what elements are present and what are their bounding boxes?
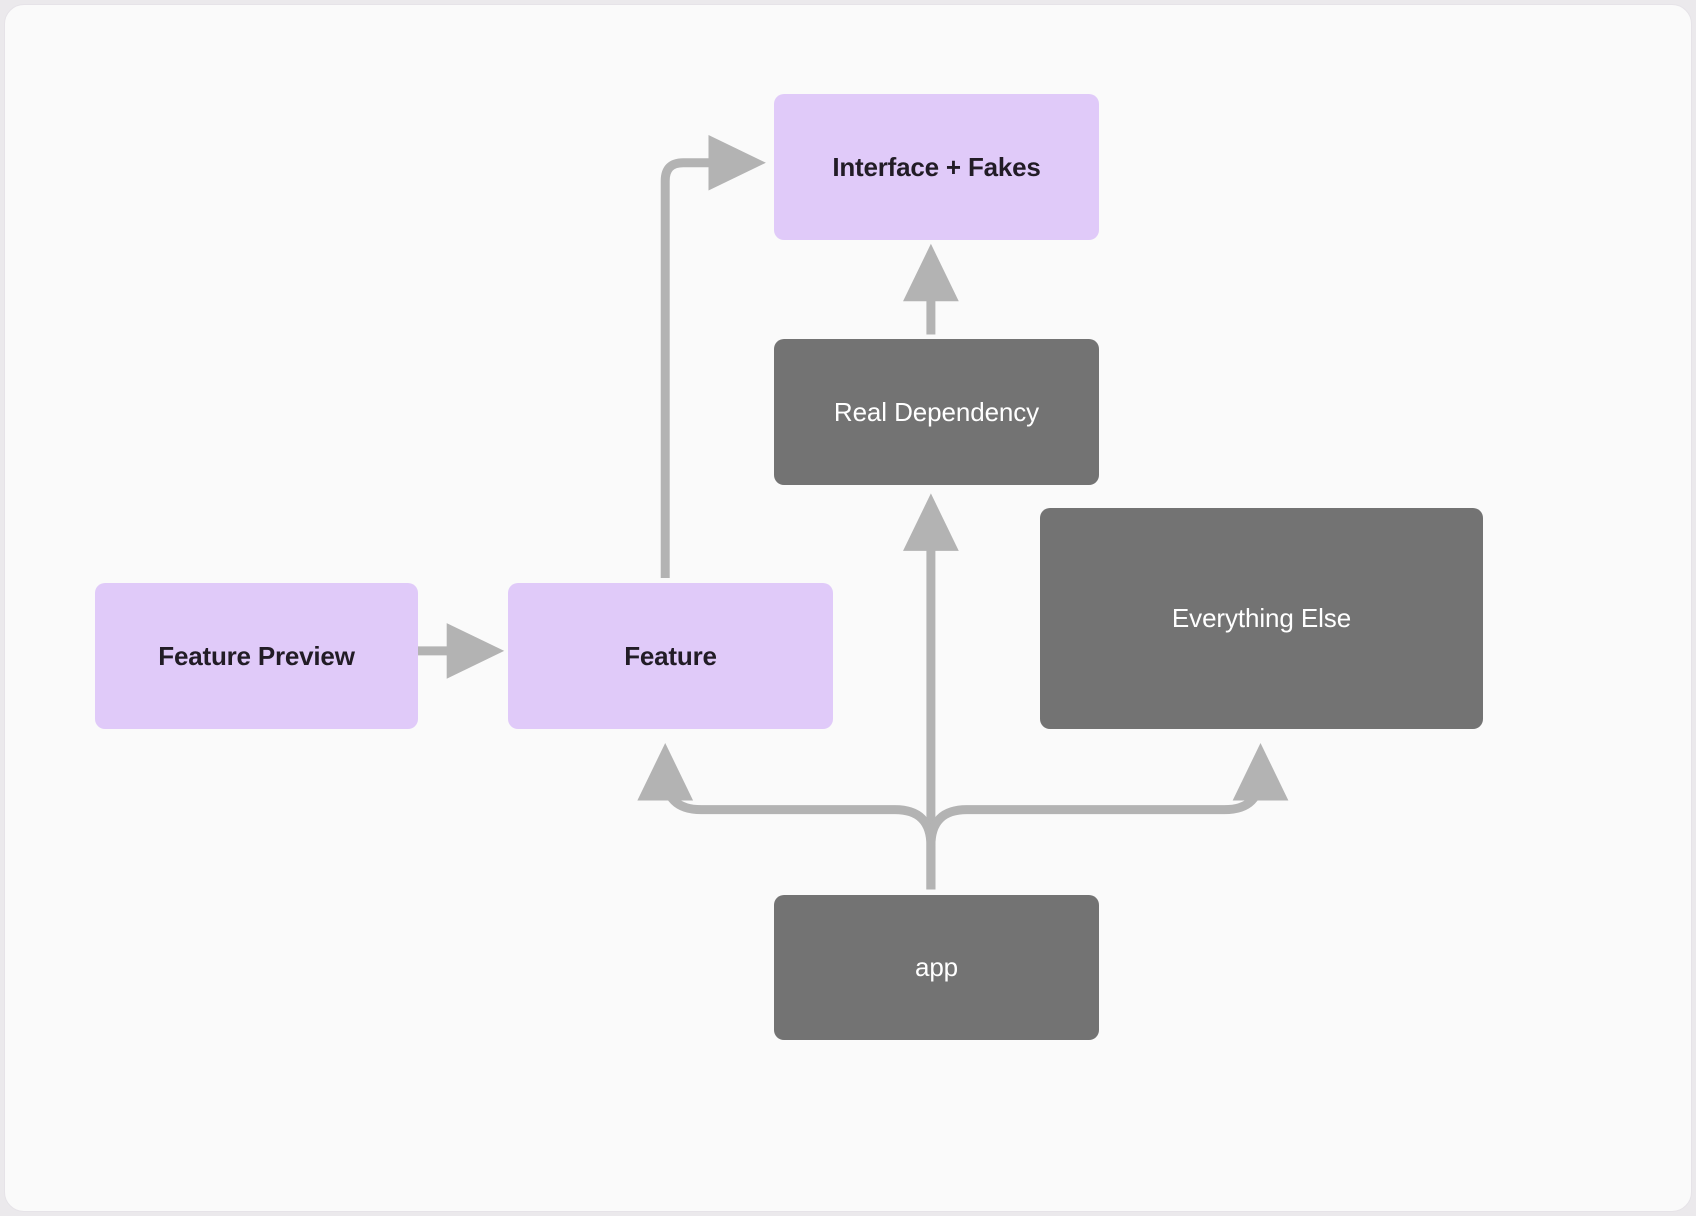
node-label-everything-else: Everything Else (1171, 603, 1352, 634)
node-label-real-dependency: Real Dependency (833, 396, 1040, 427)
edge-app-to-feature (637, 742, 936, 890)
node-everything-else[interactable]: Everything Else (1040, 508, 1483, 729)
node-real-dependency[interactable]: Real Dependency (774, 339, 1099, 485)
node-feature[interactable]: Feature (508, 583, 833, 729)
edge-feature-to-interface-fakes (660, 134, 766, 579)
node-feature-preview[interactable]: Feature Preview (95, 583, 418, 729)
edge-app-to-everything-else (926, 742, 1289, 890)
node-label-app: app (914, 952, 959, 983)
edge-layer (413, 134, 1289, 890)
node-label-feature: Feature (624, 640, 717, 671)
diagram-canvas: Feature Preview Feature Interface + Fake… (4, 4, 1692, 1212)
node-interface-fakes[interactable]: Interface + Fakes (774, 94, 1099, 240)
node-label-feature-preview: Feature Preview (158, 640, 355, 671)
node-label-interface-fakes: Interface + Fakes (832, 151, 1041, 182)
node-app[interactable]: app (774, 895, 1099, 1040)
